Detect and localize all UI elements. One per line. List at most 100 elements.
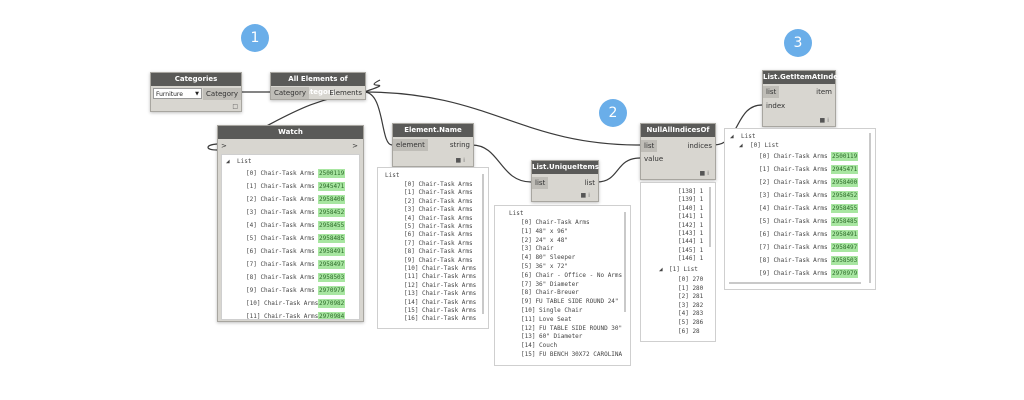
category-dropdown[interactable]: Furniture ▼: [153, 88, 202, 99]
list-item-label: [10] Chair-Task Arms: [246, 300, 319, 307]
list-item-label: [15] Chair-Task Arms: [404, 307, 477, 314]
list-item: [3] Chair: [495, 244, 630, 253]
list-item: [143] 1: [641, 229, 715, 238]
list-item-label: [3] Chair-Task Arms: [759, 192, 828, 199]
input-port-category[interactable]: Category: [271, 87, 309, 99]
list-header: List: [385, 172, 400, 179]
watch-output-port[interactable]: >: [352, 142, 358, 150]
vertical-scrollbar[interactable]: [482, 174, 484, 314]
vertical-scrollbar[interactable]: [709, 187, 711, 247]
watch-input-port[interactable]: >: [221, 142, 227, 150]
list-item-label: [2] Chair-Task Arms: [246, 196, 315, 203]
list-item-label: [7] Chair-Task Arms: [246, 261, 315, 268]
list-item: [0] 270: [641, 275, 715, 284]
list-item-value: 2958491: [831, 230, 859, 239]
list-item: [141] 1: [641, 212, 715, 221]
input-port-value[interactable]: value: [644, 155, 664, 163]
dropdown-value: Furniture: [156, 91, 183, 98]
list-item-label: [143] 1: [678, 230, 704, 237]
list-item-label: [7] 36" Diameter: [521, 280, 579, 288]
output-port-indices[interactable]: indices: [687, 142, 712, 150]
null-indices-node[interactable]: NullAllIndicesOf list value indices ■ ⁞: [640, 123, 716, 180]
output-port-string[interactable]: string: [449, 141, 470, 149]
step-badge-3: 3: [784, 29, 812, 57]
list-item-label: [7] Chair-Task Arms: [404, 239, 473, 247]
list-item: [1] 280: [641, 284, 715, 293]
list-item: [8] Chair-Breuer: [495, 288, 630, 297]
collapse-icon[interactable]: ◢: [739, 142, 743, 149]
preview-toggle-icon[interactable]: ■ ⁞: [580, 192, 590, 199]
unique-items-node[interactable]: List.UniqueItems list list ■ ⁞: [531, 160, 599, 202]
list-item-label: [2] Chair-Task Arms: [404, 197, 473, 205]
element-name-node[interactable]: Element.Name element string ■ ⁞: [392, 123, 474, 167]
preview-toggle-icon[interactable]: ■ ⁞: [455, 157, 465, 164]
list-item-value: 2970982: [318, 299, 346, 308]
list-item-value: 2958503: [831, 256, 859, 265]
list-item: [5] Chair-Task Arms: [378, 222, 488, 231]
output-port-elements[interactable]: Elements: [329, 89, 362, 97]
list-item-label: [138] 1: [678, 188, 704, 195]
preview-toggle-icon[interactable]: ■ ⁞: [699, 170, 709, 177]
list-item: [9] Chair-Task Arms: [378, 256, 488, 265]
node-title: List.UniqueItems: [532, 161, 599, 174]
wire-elements-to-element-name: [363, 91, 393, 146]
list-item-label: [11] Chair-Task Arms: [246, 313, 319, 320]
vertical-scrollbar[interactable]: [624, 212, 626, 312]
list-item-label: [11] Chair-Task Arms: [404, 273, 477, 281]
vertical-scrollbar[interactable]: [869, 133, 871, 283]
list-item: [9] FU TABLE SIDE ROUND 24": [495, 297, 630, 306]
list-item-label: [6] 28: [678, 327, 700, 335]
input-port-list[interactable]: list: [532, 177, 549, 189]
collapse-icon[interactable]: ◢: [659, 266, 663, 273]
list-item: [142] 1: [641, 221, 715, 230]
list-item-value: 2958497: [831, 243, 859, 252]
input-port-list[interactable]: list: [641, 140, 658, 152]
list-item: [144] 1: [641, 237, 715, 246]
list-item-value: 2958491: [318, 247, 346, 256]
list-item-value: 2945471: [318, 182, 346, 191]
list-item-label: [4] 283: [678, 310, 704, 318]
output-port-item[interactable]: item: [816, 88, 832, 96]
list-item-value: 2958455: [318, 221, 346, 230]
input-port-element[interactable]: element: [393, 139, 428, 151]
list-item-label: [3] 282: [678, 301, 704, 309]
list-item-label: [3] Chair-Task Arms: [246, 209, 315, 216]
output-port-list[interactable]: list: [584, 179, 595, 187]
list-item-value: 2970984: [318, 312, 346, 320]
node-title: NullAllIndicesOf: [641, 124, 715, 137]
list-item: [8] Chair-Task Arms: [378, 247, 488, 256]
list-item-label: [5] 36" x 72": [521, 263, 568, 270]
all-elements-node[interactable]: All Elements of Category Category Elemen…: [270, 72, 366, 100]
list-item-label: [4] Chair-Task Arms: [759, 205, 828, 212]
list-header: List: [509, 210, 524, 217]
wire-unique-to-nullindices-value: [596, 157, 641, 183]
get-item-node[interactable]: List.GetItemAtIndex list index item ■ ⁞: [762, 70, 843, 127]
horizontal-scrollbar[interactable]: [729, 282, 861, 284]
list-item: [4] 80" Sleeper: [495, 253, 630, 262]
list-item: [4] 283: [641, 309, 715, 318]
categories-node[interactable]: Categories Furniture ▼ Category □: [150, 72, 242, 112]
list-item-label: [0] 270: [678, 276, 704, 283]
list-item-label: [144] 1: [678, 238, 704, 246]
list-item-label: [13] Chair-Task Arms: [404, 290, 477, 298]
input-port-list[interactable]: list: [763, 86, 780, 98]
preview-toggle-icon[interactable]: ■ ⁞: [819, 117, 829, 124]
collapse-icon[interactable]: ◢: [730, 133, 734, 140]
list-item-label: [3] Chair-Task Arms: [404, 206, 473, 214]
list-item-label: [5] Chair-Task Arms: [759, 218, 828, 225]
input-port-index[interactable]: index: [766, 102, 786, 110]
wire-elements-to-getitem: [363, 79, 381, 93]
unique-items-preview: List [0] Chair-Task Arms[1] 48" x 96"[2]…: [494, 205, 631, 366]
collapse-icon[interactable]: ◢: [226, 158, 230, 165]
output-port-category[interactable]: Category: [203, 88, 241, 100]
list-item-label: [0] Chair-Task Arms: [759, 153, 828, 160]
